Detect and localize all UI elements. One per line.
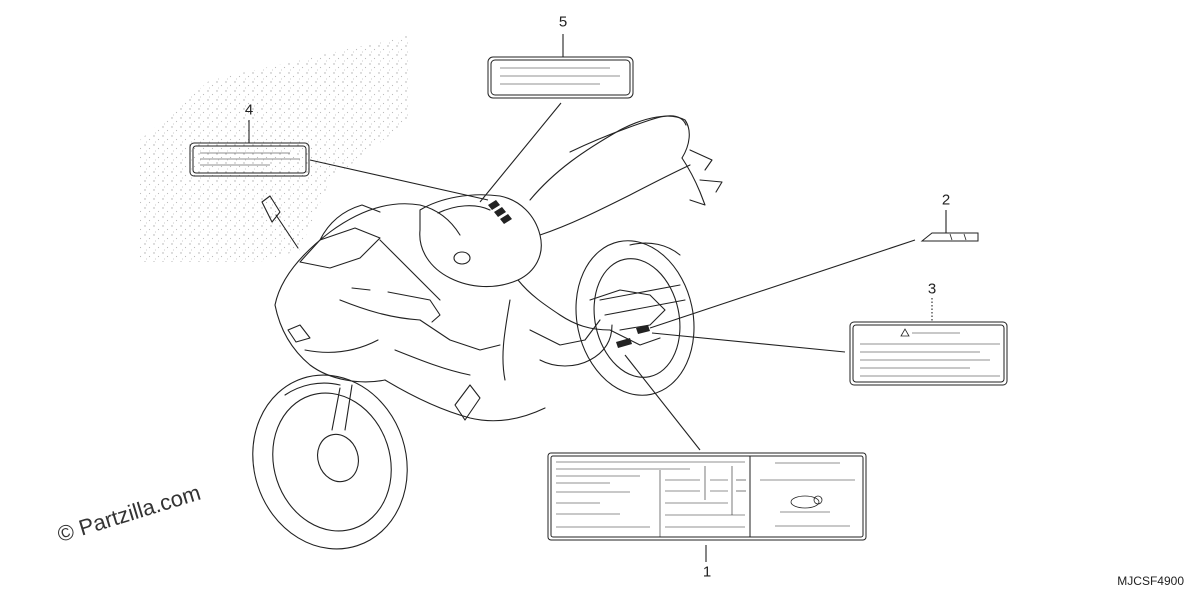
decal-marks — [488, 200, 650, 348]
leader-lines — [248, 34, 947, 562]
label-1-shape — [547, 452, 867, 541]
callout-number-4: 4 — [244, 101, 254, 119]
callout-number-3: 3 — [927, 280, 937, 298]
callout-number-1: 1 — [702, 563, 712, 581]
label-3-shape — [849, 321, 1008, 386]
callout-number-5: 5 — [558, 13, 568, 31]
label-5-shape — [487, 56, 634, 99]
diagram-code: MJCSF4900 — [1117, 574, 1184, 588]
callout-number-2: 2 — [941, 191, 951, 209]
motorcycle-outline — [252, 115, 723, 550]
background-stipple — [140, 35, 410, 262]
label-2-shape — [920, 232, 979, 242]
